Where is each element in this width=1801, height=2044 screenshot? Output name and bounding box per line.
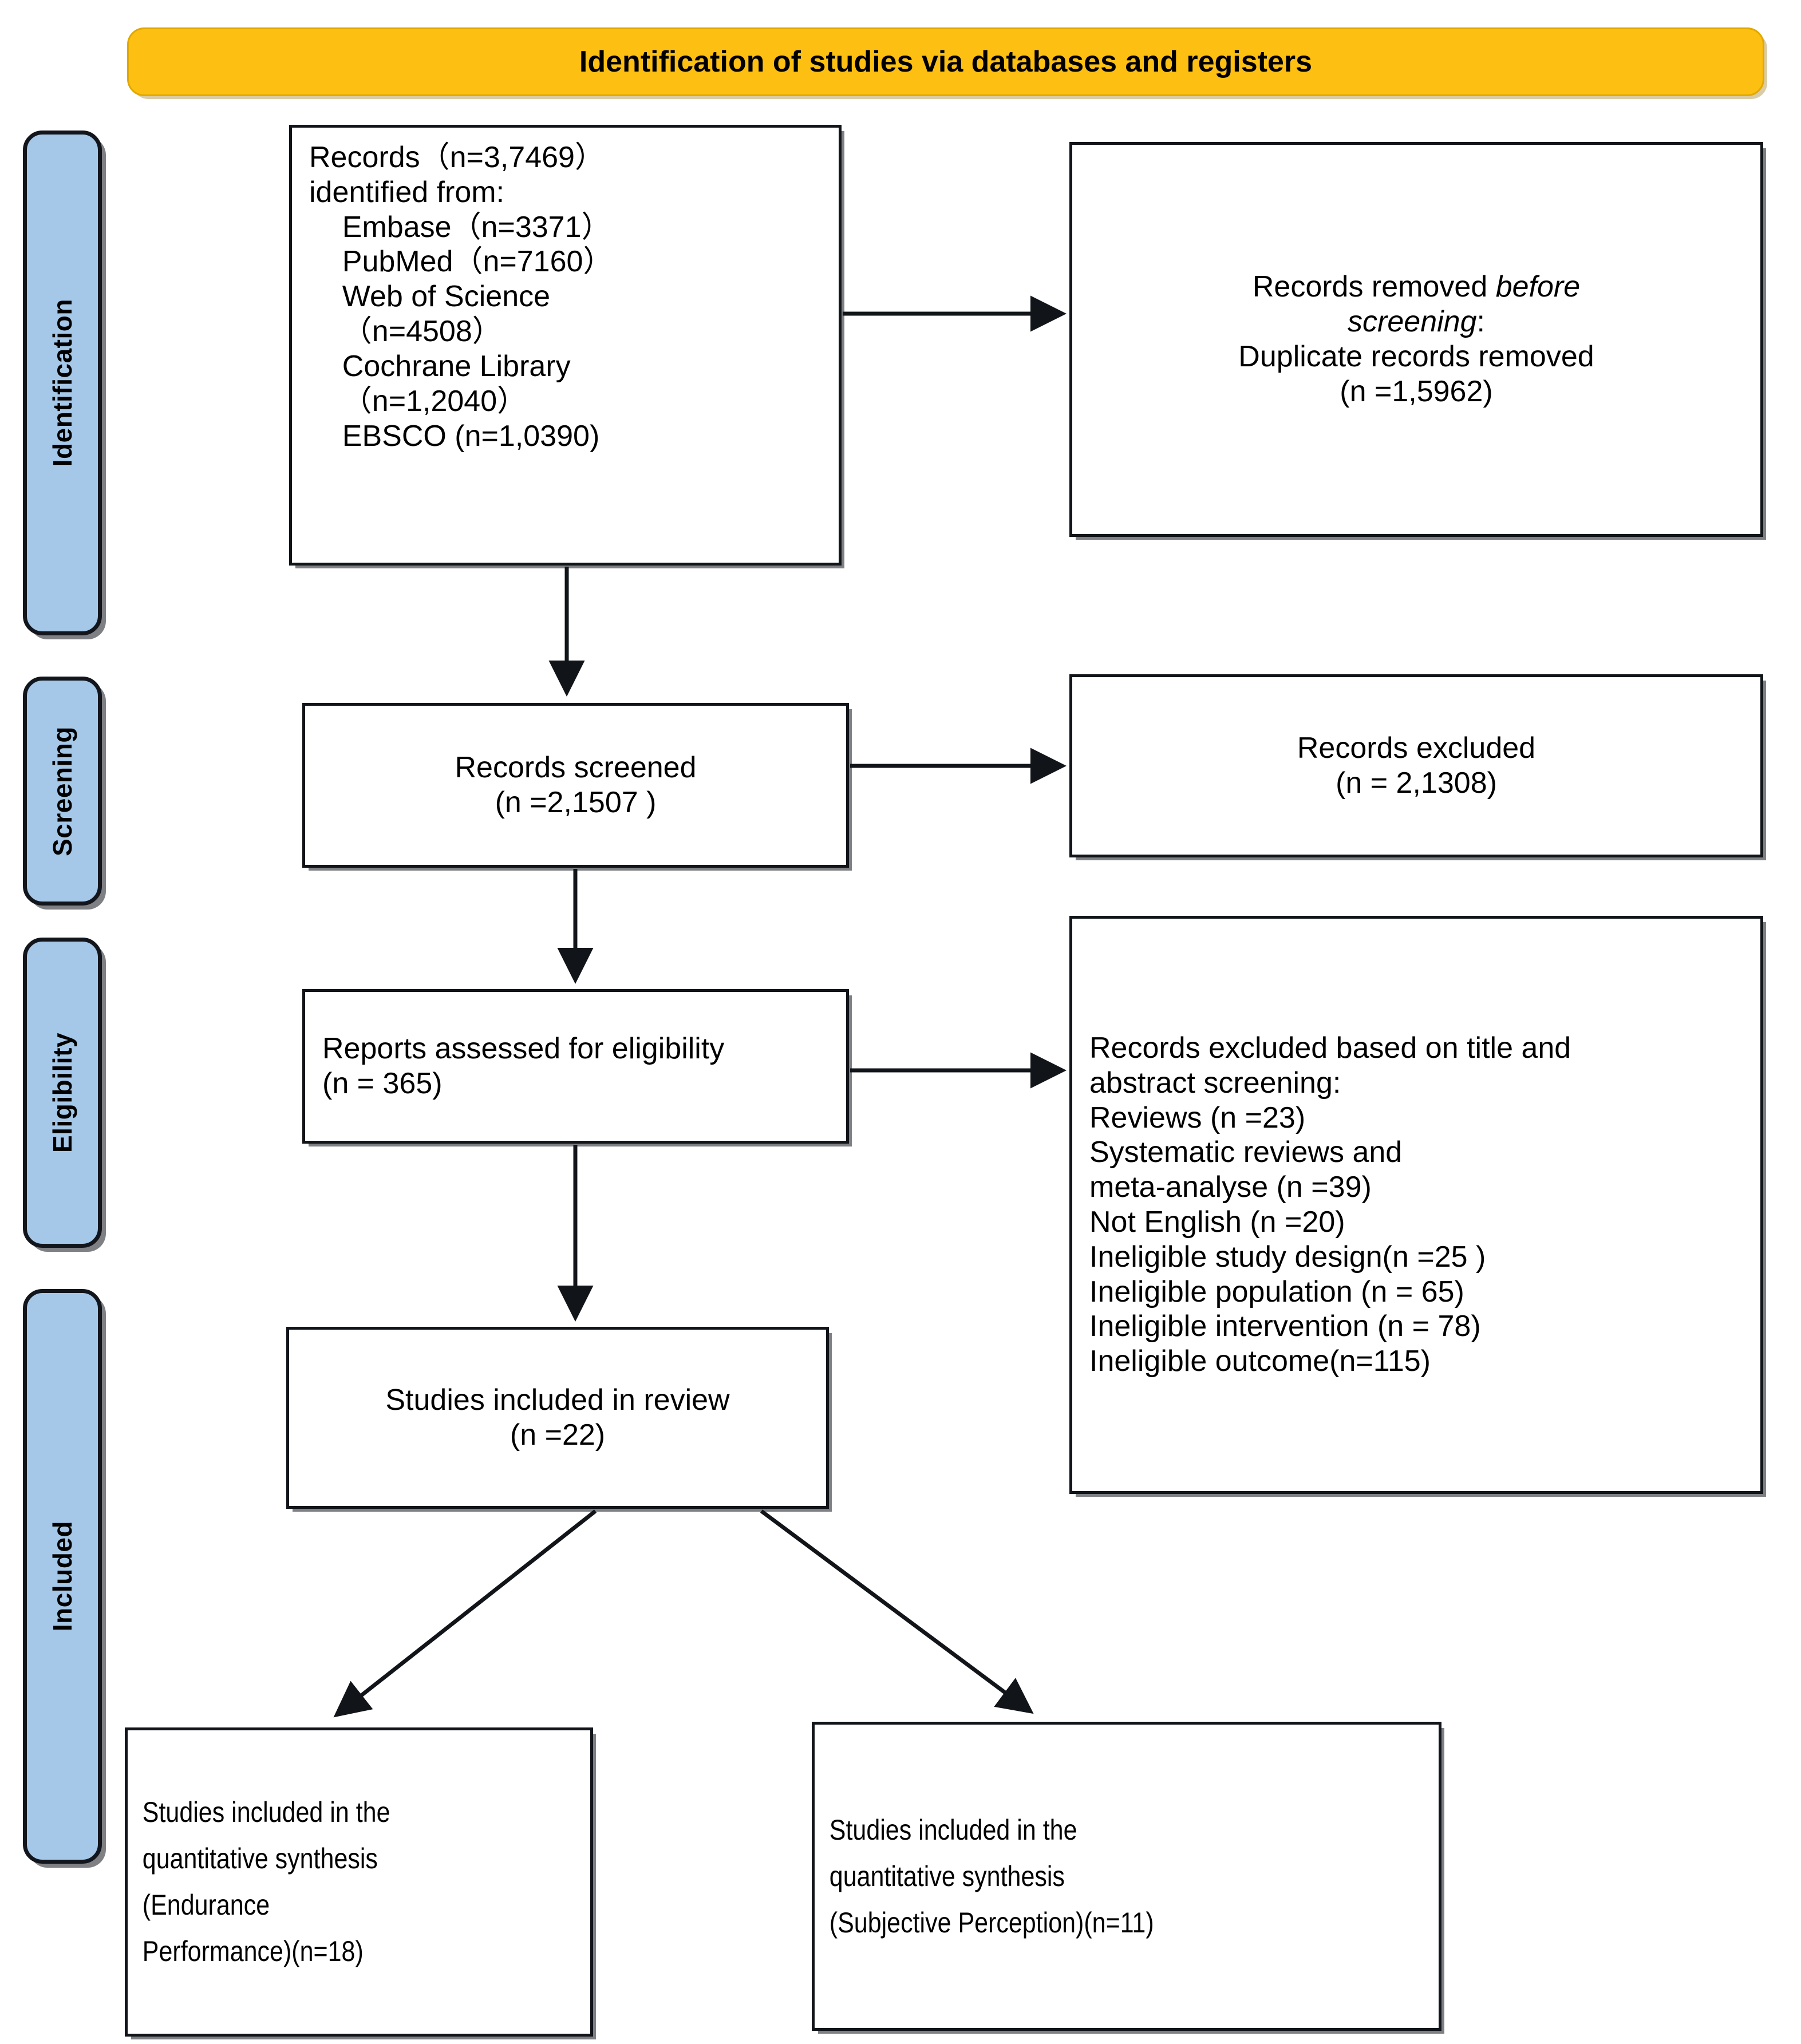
phase-label-identification: Identification: [48, 299, 77, 467]
phase-label-screening: Screening: [48, 726, 77, 856]
records-removed-count: (n =1,5962): [1340, 374, 1493, 408]
box-synthesis-subjective: Studies included in the quantitative syn…: [812, 1722, 1441, 2031]
records-identified-text: Records（n=3,7469） identified from: Embas…: [309, 141, 613, 453]
records-removed-italic-before: before: [1495, 270, 1581, 304]
box-studies-included: Studies included in review (n =22): [286, 1327, 829, 1509]
excluded-reasons-text: Records excluded based on title and abst…: [1089, 1031, 1571, 1378]
studies-included-text: Studies included in review (n =22): [385, 1383, 730, 1452]
phase-pill-identification: Identification: [23, 131, 102, 635]
reports-assessed-text: Reports assessed for eligibility (n = 36…: [322, 1032, 725, 1100]
records-removed-text: Records removed before screening:Duplicat…: [1072, 270, 1760, 409]
header-title: Identification of studies via databases …: [579, 45, 1313, 78]
box-records-excluded: Records excluded (n = 2,1308): [1069, 674, 1763, 857]
box-excluded-reasons: Records excluded based on title and abst…: [1069, 916, 1763, 1494]
records-excluded-text: Records excluded (n = 2,1308): [1297, 732, 1536, 800]
box-records-identified: Records（n=3,7469） identified from: Embas…: [289, 125, 842, 566]
box-records-screened: Records screened (n =2,1507 ): [302, 703, 849, 868]
records-removed-line3: Duplicate records removed: [1238, 340, 1594, 373]
phase-pill-screening: Screening: [23, 677, 102, 906]
synthesis-subjective-text: Studies included in the quantitative syn…: [829, 1813, 1154, 1939]
phase-label-included: Included: [48, 1521, 77, 1632]
phase-pill-eligibility: Eligibility: [23, 938, 102, 1248]
arrow-included-to-subjective: [760, 1509, 1034, 1714]
records-removed-line1: Records removed: [1252, 270, 1496, 304]
arrow-included-to-endurance: [333, 1509, 597, 1718]
records-screened-text: Records screened (n =2,1507 ): [455, 751, 697, 819]
records-removed-italic-screening: screening: [1348, 305, 1477, 339]
box-records-removed: Records removed before screening:Duplicat…: [1069, 142, 1763, 537]
records-removed-colon: :: [1476, 305, 1485, 339]
box-synthesis-endurance: Studies included in the quantitative syn…: [125, 1727, 593, 2037]
box-reports-assessed: Reports assessed for eligibility (n = 36…: [302, 989, 849, 1144]
header-banner: Identification of studies via databases …: [127, 27, 1764, 96]
phase-pill-included: Included: [23, 1289, 102, 1864]
synthesis-endurance-text: Studies included in the quantitative syn…: [142, 1796, 390, 1967]
phase-label-eligibility: Eligibility: [48, 1033, 77, 1153]
